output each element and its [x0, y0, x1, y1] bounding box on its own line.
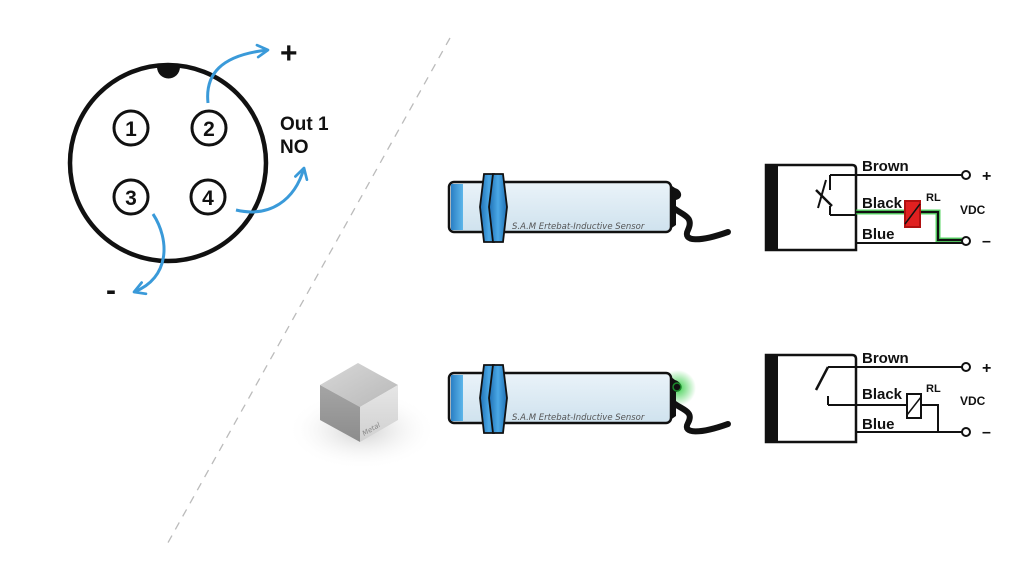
sensor-cable: [667, 397, 731, 435]
sensor-ring-2: [488, 364, 508, 434]
svg-text:2: 2: [203, 118, 215, 141]
pin-2: 2: [190, 109, 228, 147]
label-brown: Brown: [862, 158, 909, 175]
label-rl: RL: [926, 192, 941, 204]
label-vdc: VDC: [960, 394, 986, 408]
terminal-minus: [961, 236, 971, 246]
circuit-energized: Brown Black Blue RL VDC + –: [764, 158, 991, 252]
terminal-plus: [961, 362, 971, 372]
sensor-face: [451, 184, 463, 230]
sensor-face: [451, 375, 463, 421]
arrow-pin3-minus: [132, 213, 166, 296]
label-minus: –: [982, 233, 991, 250]
label-plus: +: [982, 360, 991, 377]
label-brown: Brown: [862, 350, 909, 367]
minus-label: -: [106, 274, 116, 307]
sensor-ring-2: [488, 173, 508, 243]
svg-text:1: 1: [125, 118, 137, 141]
sensor-body-text: S.A.M Ertebat-Inductive Sensor: [512, 413, 645, 423]
terminal-minus: [961, 427, 971, 437]
diagonal-divider: [164, 37, 451, 549]
terminal-plus: [961, 170, 971, 180]
sensor-active: S.A.M Ertebat-Inductive Sensor: [447, 364, 731, 435]
pin-4: 4: [189, 178, 227, 216]
label-black: Black: [862, 195, 903, 212]
svg-text:4: 4: [202, 187, 214, 210]
circuit-deenergized: Brown Black Blue RL VDC + –: [764, 350, 991, 444]
cube-left: [320, 385, 360, 442]
plus-label: +: [280, 37, 298, 70]
housing-thick-edge: [766, 355, 778, 442]
output-label-line1: Out 1: [280, 114, 329, 135]
wire-black: [856, 210, 962, 242]
label-minus: –: [982, 424, 991, 441]
label-vdc: VDC: [960, 203, 986, 217]
output-label-line2: NO: [280, 137, 309, 158]
label-plus: +: [982, 168, 991, 185]
arrow-pin2-plus: [206, 43, 270, 104]
sensor-inactive: S.A.M Ertebat-Inductive Sensor: [447, 173, 731, 243]
led-indicator: [672, 382, 682, 392]
connector-key-notch: [157, 67, 180, 79]
label-blue: Blue: [862, 416, 895, 433]
connector-outline: [67, 62, 269, 264]
label-blue: Blue: [862, 226, 895, 243]
arrow-pin4-output: [235, 166, 309, 214]
label-rl: RL: [926, 383, 941, 395]
pin-3: 3: [112, 178, 150, 216]
sensor-housing: [764, 353, 858, 444]
svg-text:3: 3: [125, 187, 137, 210]
sensor-cable: [667, 202, 731, 243]
connector-pinout: 1 2 3 4 + - Out 1 NO: [67, 37, 329, 307]
sensor-body-text: S.A.M Ertebat-Inductive Sensor: [512, 222, 645, 232]
sensor-housing: [764, 163, 858, 252]
housing-thick-edge: [766, 165, 778, 250]
cube-top: [320, 363, 398, 407]
label-black: Black: [862, 386, 903, 403]
pin-1: 1: [112, 109, 150, 147]
metal-target-cube: Metal: [287, 363, 437, 470]
cube-right: [360, 385, 398, 442]
